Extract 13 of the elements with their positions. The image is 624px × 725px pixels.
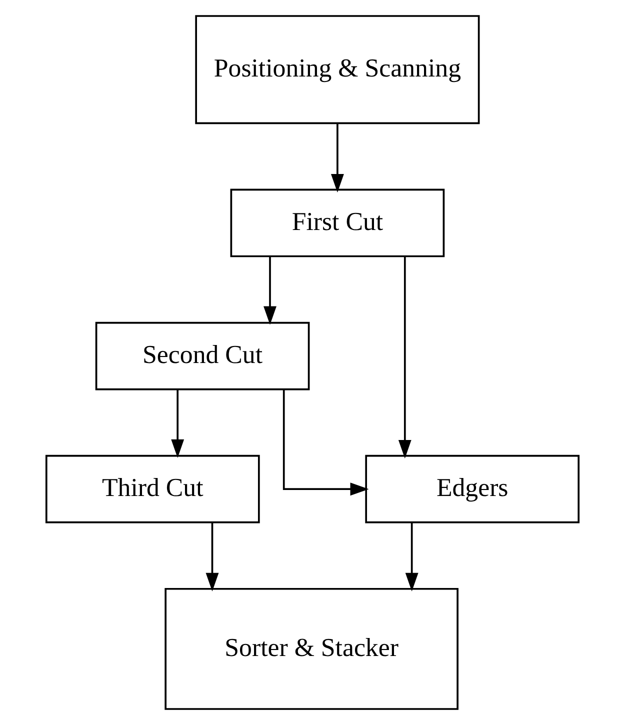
node-box: Third Cut	[44, 454, 260, 524]
node-box: Positioning & Scanning	[194, 15, 480, 124]
arrow	[282, 390, 368, 496]
node-box: Edgers	[364, 454, 580, 524]
arrow	[398, 256, 411, 458]
arrow	[170, 390, 184, 458]
node-box: Sorter & Stacker	[164, 588, 458, 710]
arrow	[263, 256, 276, 325]
arrow	[205, 522, 218, 592]
arrow	[404, 522, 418, 592]
node-box: Second Cut	[94, 322, 310, 390]
node-box: First Cut	[230, 188, 444, 258]
arrow	[330, 123, 344, 192]
